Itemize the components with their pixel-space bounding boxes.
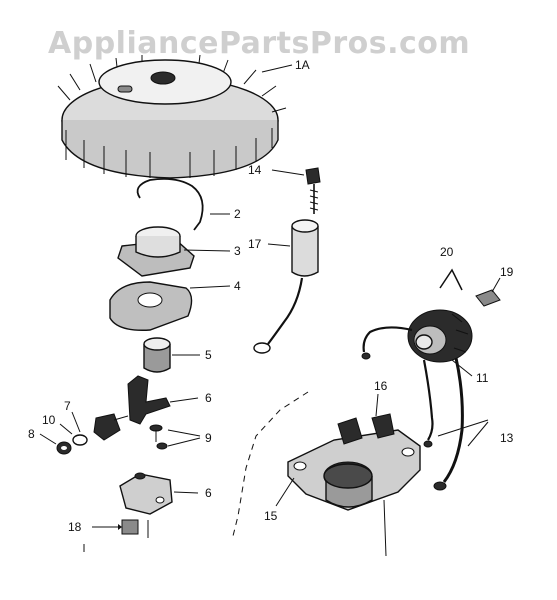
callout-11: 10 xyxy=(42,413,56,427)
callout-6-upper: 6 xyxy=(205,391,212,405)
coil-leads-part xyxy=(422,357,464,491)
callout-10: 14 xyxy=(248,163,262,177)
condenser-part xyxy=(93,413,129,441)
callout-20: 20 xyxy=(440,245,454,259)
flywheel-part xyxy=(57,54,287,179)
gasket-part xyxy=(109,281,193,331)
callout-19: 19 xyxy=(500,265,514,279)
callout-3: 3 xyxy=(234,244,241,258)
wire-clip-part xyxy=(439,268,463,291)
callout-1a: 1A xyxy=(295,58,310,72)
breaker-arm-part xyxy=(127,375,171,425)
callout-16: 15 xyxy=(264,509,278,523)
callout-8: 8 xyxy=(28,427,35,441)
mounting-screw-part xyxy=(305,167,321,214)
nut-part xyxy=(56,441,72,455)
felt-part xyxy=(121,519,139,535)
callout-13: 11 xyxy=(476,371,489,385)
callout-4: 4 xyxy=(234,279,241,293)
washer-part xyxy=(72,434,88,446)
callout-5: 5 xyxy=(205,348,212,362)
bushing-part xyxy=(143,337,171,373)
callout-2: 2 xyxy=(234,207,241,221)
spring-clip-part xyxy=(136,177,204,231)
leader-1a xyxy=(261,64,293,73)
pad-part xyxy=(475,289,501,307)
callout-7: 7 xyxy=(64,399,71,413)
breaker-base-part xyxy=(119,472,173,515)
callout-15: 17 xyxy=(248,237,262,251)
watermark-text: AppliancePartsPros.com xyxy=(48,26,470,61)
callout-6-lower: 6 xyxy=(205,486,212,500)
callout-17: 16 xyxy=(374,379,388,393)
ignition-coil-part xyxy=(407,309,473,363)
callout-18: 18 xyxy=(68,520,82,534)
condenser-lead-part xyxy=(253,219,319,354)
callout-14: 13 xyxy=(500,431,514,445)
point-cover-part xyxy=(117,226,195,277)
callout-9: 9 xyxy=(205,431,212,445)
armature-bracket-part xyxy=(287,413,421,511)
screw-part xyxy=(149,424,168,450)
